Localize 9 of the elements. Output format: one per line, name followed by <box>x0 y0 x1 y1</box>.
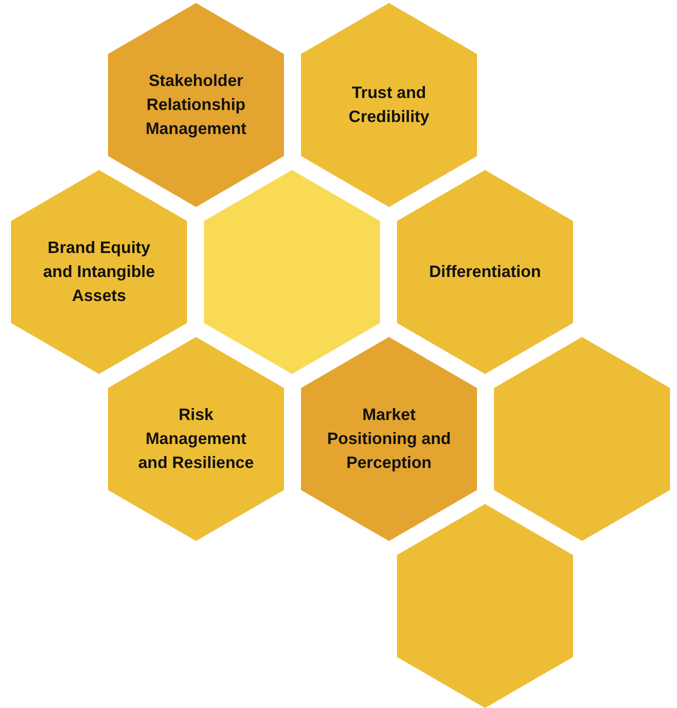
hexagon-label: Brand Equity and Intangible Assets <box>42 238 156 307</box>
hexagon-shape <box>494 337 670 541</box>
hexagon-label: Differentiation <box>429 262 541 283</box>
hexagon-label: Stakeholder Relationship Management <box>144 71 248 140</box>
hexagon-label: Risk Management and Resilience <box>137 405 255 474</box>
hexagon-label: Trust and Credibility <box>348 83 430 128</box>
hexagon-shape <box>204 170 380 374</box>
hexagon-shape <box>397 504 573 708</box>
hexagon-label: Market Positioning and Perception <box>326 405 452 474</box>
